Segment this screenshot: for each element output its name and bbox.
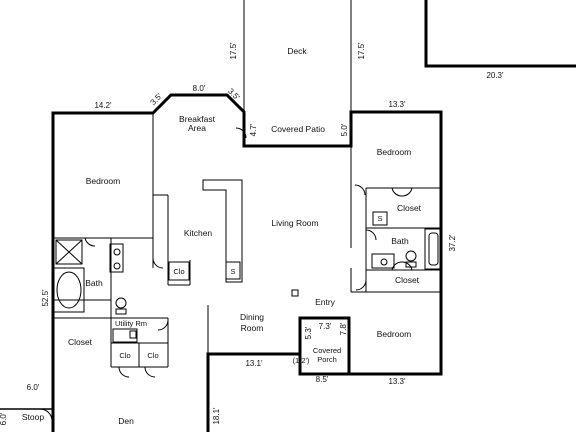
sink-left: [109, 243, 124, 273]
toilet-left: [115, 297, 127, 315]
room-bedroom-left: Bedroom: [86, 176, 121, 186]
dim-entry: 7.3': [319, 322, 332, 331]
dim-right-side: 37.2': [448, 234, 457, 252]
dim-dining-bottom: 13.1': [245, 359, 263, 368]
garage-outline: [424, 0, 576, 68]
room-covered-patio: Covered Patio: [271, 124, 325, 134]
dim-porch-bottom: 8.5': [316, 375, 329, 384]
room-clo-1: Clo: [119, 351, 130, 360]
room-bath-left: Bath: [85, 278, 103, 288]
bathtub-left: [53, 267, 85, 313]
room-s-kitchen: S: [230, 267, 235, 276]
sink-right: [371, 253, 395, 269]
kitchen-clo-box: [168, 261, 190, 281]
shower-right: [424, 228, 442, 270]
room-kitchen: Kitchen: [184, 228, 213, 238]
room-clo-kitchen: Clo: [173, 267, 184, 276]
dim-top-left: 14.2': [94, 101, 112, 110]
room-closet-right-top: Closet: [397, 203, 422, 213]
kitchen-counter: [202, 179, 243, 283]
room-bedroom-right-top: Bedroom: [377, 147, 412, 157]
utility-appliances: [112, 328, 138, 343]
room-dining-1: Dining: [240, 312, 264, 322]
dim-den-side: 18.1': [212, 407, 221, 425]
porch-wall: [298, 316, 351, 374]
room-bath-right: Bath: [391, 236, 409, 246]
room-breakfast-1: Breakfast: [179, 114, 216, 124]
room-living: Living Room: [271, 218, 318, 228]
room-entry: Entry: [315, 297, 336, 307]
room-stoop: Stoop: [22, 412, 44, 422]
room-s-closet: S: [377, 214, 382, 223]
dim-patio-depth: 4.7': [249, 123, 258, 136]
dim-diag-right: 3.5': [226, 87, 242, 103]
door-swings: [39, 127, 413, 421]
room-breakfast-2: Area: [188, 123, 206, 133]
room-covered-porch-2: Porch: [317, 355, 337, 364]
room-deck: Deck: [287, 46, 307, 56]
dim-top-right: 13.3': [388, 100, 406, 109]
closet-s-box: [372, 211, 388, 226]
room-den: Den: [118, 416, 134, 426]
dim-breakfast-top: 8.0': [193, 84, 206, 93]
room-covered-porch-1: Covered: [313, 346, 341, 355]
room-utility: Utility Rm: [115, 319, 147, 328]
room-clo-2: Clo: [147, 351, 158, 360]
room-closet-right-bottom: Closet: [395, 275, 420, 285]
shower-left: [55, 239, 83, 265]
deck-outline: [243, 0, 352, 112]
room-dining-2: Room: [241, 323, 264, 333]
dim-deck-left: 17.5': [229, 42, 238, 60]
fireplace-marker: [291, 289, 299, 297]
exterior-wall: [51, 93, 443, 432]
dim-garage-width: 20.3': [486, 71, 504, 80]
dim-bottom-right: 13.3': [388, 377, 406, 386]
dim-patio-right: 5.0': [340, 123, 349, 136]
room-bedroom-right-bottom: Bedroom: [377, 329, 412, 339]
dim-stoop-width: 6.0': [27, 383, 40, 392]
dim-stoop-depth: 6.0': [0, 412, 8, 425]
dim-porch-right: 7.8': [339, 322, 348, 335]
toilet-right: [405, 250, 417, 268]
dim-porch-small: (1.2'): [293, 356, 310, 365]
interior-walls: [53, 113, 441, 368]
room-closet-left: Closet: [68, 337, 93, 347]
dim-left-side: 52.5': [41, 289, 50, 307]
kitchen-s-box: [225, 261, 241, 280]
dim-deck-right: 17.5': [357, 42, 366, 60]
dim-porch-left: 5.3': [304, 326, 313, 339]
